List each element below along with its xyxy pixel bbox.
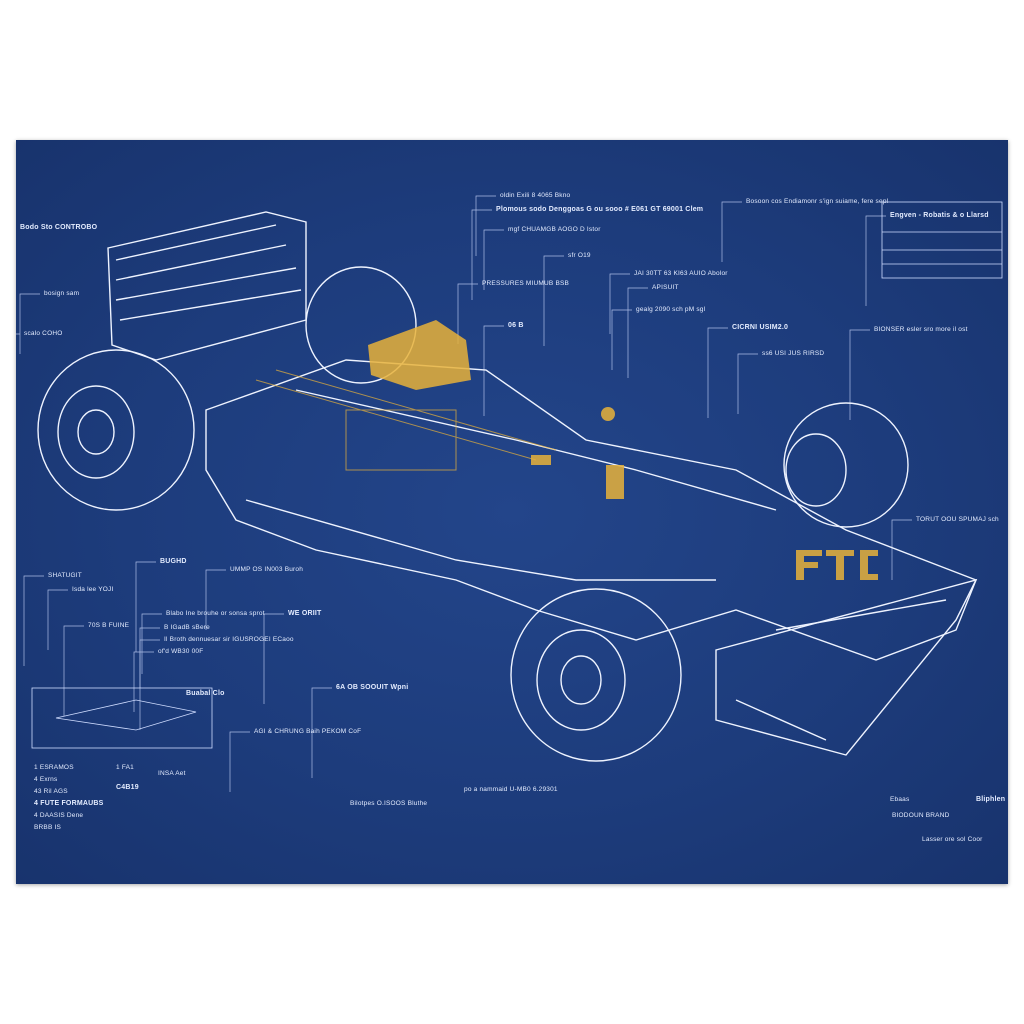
annotation-label: AGI & CHRUNG Baih PEKOM CoF [254,728,362,735]
annotation-label: 1 ESRAMOS [34,764,74,771]
leader-line [707,327,728,418]
f1-car-blueprint-illustration [16,195,1003,792]
front-wing [715,578,978,756]
annotation-label: INSA Aet [158,770,186,777]
annotation-label: 70S B FUINE [88,622,130,629]
annotation-label: CICRNI USIM2.0 [732,324,789,331]
annotation-label: sfr O19 [568,252,591,259]
rear-left-tyre [37,349,195,511]
annotation-label: 1 FA1 [116,764,134,771]
annotation-label: po a nammaid U-MB0 6.29301 [464,786,558,793]
title-block [881,201,1003,279]
annotation-label: Bilotpes O.ISOOS Bluthe [350,800,428,807]
leader-line [139,639,160,730]
annotation-label: BRBB IS [34,824,62,831]
leader-line [471,209,492,300]
rear-wing [107,211,307,361]
annotation-label: Buabal Clo [186,690,225,697]
front-left-tyre [510,588,682,762]
leader-line [19,293,40,354]
leader-line [16,333,20,335]
leader-line [721,201,742,262]
annotation-label: Il Broth dennuesar sir IGUSROGEI ECaoo [164,636,294,643]
annotation-label: Blabo Ine brouhe or sonsa sprot [166,610,265,617]
annotation-label: WE ORIIT [288,610,322,617]
annotation-label: 4 Exrns [34,776,58,783]
leader-line [63,625,84,716]
leader-line [609,273,630,334]
annotation-label: Ebaas [890,796,910,803]
chassis [205,359,977,661]
leader-line [263,613,284,704]
annotation-label: Bliphlen [976,796,1006,803]
leader-line [483,229,504,290]
annotation-label: B IGadB sBere [164,624,210,631]
blueprint-poster: Bodo Sto CONTROBO bosign sam scalo COHO old… [16,140,1008,884]
leader-line [475,195,496,256]
leader-line [23,575,44,666]
rear-right-tyre [305,266,417,384]
leader-line [135,561,156,652]
front-right-tyre [783,402,909,528]
leader-line [737,353,758,414]
leader-line [457,283,478,344]
car-logo-mark [796,550,878,580]
annotation-label: 4 DAASIS Dene [34,812,84,819]
annotation-label: BIONSER esler sro more il ost [874,326,968,333]
annotation-label: gealg 2090 sch pM sgl [636,306,706,313]
annotation-label: Plomous sodo Denggoas G ou sooo # E061 G… [496,206,704,213]
annotation-label: Engven - Robatis & o Llarsd [890,212,989,219]
leader-line [865,215,886,306]
annotation-label: 4 FUTE FORMAUBS [34,800,104,807]
annotation-label: BUGHD [160,558,187,565]
leader-line [891,519,912,580]
leader-line [849,329,870,420]
leader-line [611,309,632,370]
leader-line [133,651,154,712]
annotation-label: APISUIT [652,284,679,291]
leader-line [483,325,504,416]
annotation-label: 43 Ril AGS [34,788,68,795]
annotation-label: of'd WB30 00F [158,648,204,655]
leader-line [205,569,226,630]
annotation-label: Lasser ore sol Coor [922,836,983,843]
engine-highlights [368,320,878,580]
annotation-label: JAI 30TT 63 KI63 AUIO Abolor [634,270,728,277]
leader-line [47,589,68,650]
car-outline [37,211,978,762]
leader-line [141,613,162,674]
annotation-label: C4B19 [116,784,139,791]
leader-line [311,687,332,778]
driver-seat [368,320,471,390]
annotation-label: BIODOUN BRAND [892,812,950,819]
annotation-label: 06 B [508,322,524,329]
inset-side-view [31,687,213,749]
leader-line [543,255,564,346]
annotation-label: TORUT OOU SPUMAJ sch [916,516,999,523]
leader-line [229,731,250,792]
leader-line [627,287,648,378]
annotation-label: mgf CHUAMGB AOGO D Istor [508,226,601,233]
annotation-label: Isda lee YOJI [72,586,114,593]
leader-line [139,627,160,688]
annotation-label: bosign sam [44,290,80,297]
annotation-label: Bodo Sto CONTROBO [20,224,98,231]
annotation-label: PRESSURES MIUMUB BSB [482,280,570,287]
annotation-label: oldin Exili 8 4065 Bkno [500,192,571,199]
annotation-label: scalo COHO [24,330,63,337]
annotation-label: UMMP OS IN003 Buroh [230,566,304,573]
annotation-label: 6A OB SOOUIT Wpni [336,684,409,691]
annotation-label: Bosoon cos Endiamonr s'ign suiame, fere … [746,198,889,205]
annotation-label: SHATUGIT [48,572,82,579]
annotation-label: ss6 USI JUS RIRSD [762,350,825,357]
